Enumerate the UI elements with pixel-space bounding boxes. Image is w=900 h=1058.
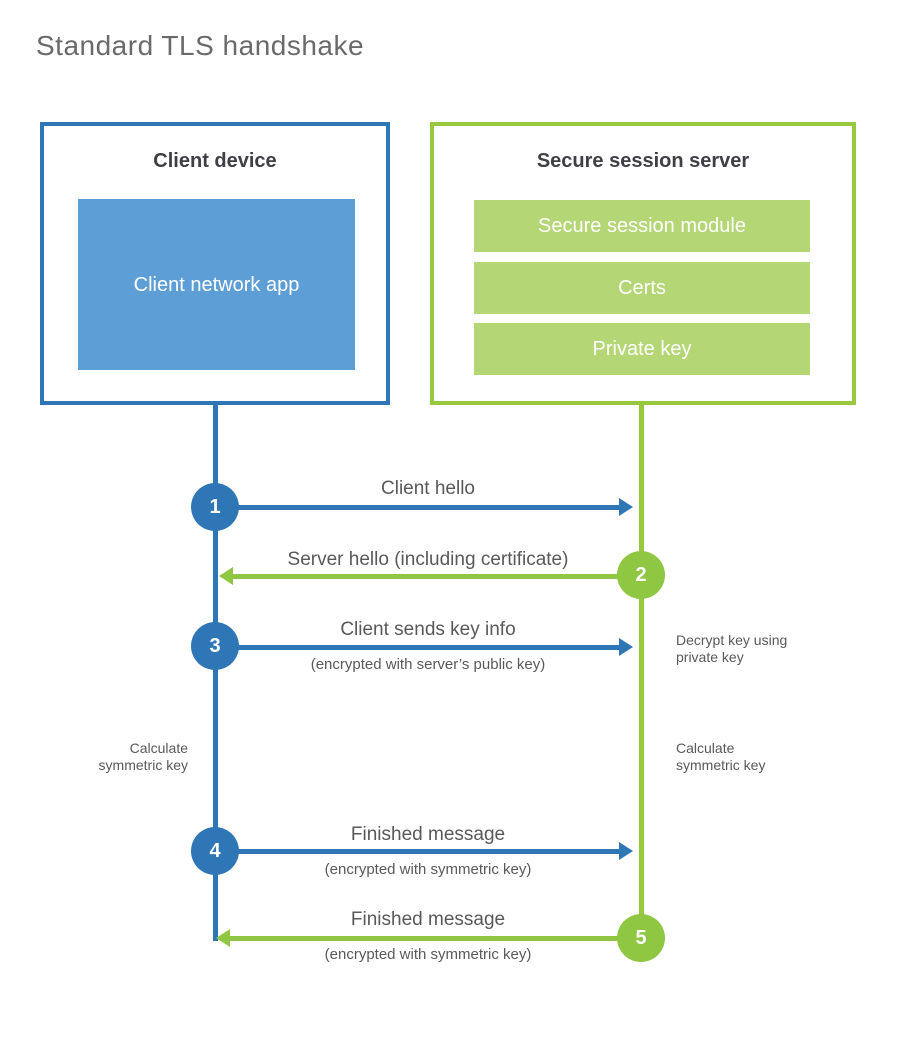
- message-4-sublabel: (encrypted with symmetric key): [324, 861, 532, 878]
- client-device-box: Client device Client network app: [40, 122, 390, 405]
- message-1-label: Client hello: [381, 478, 475, 499]
- secure-session-server-title: Secure session server: [536, 150, 750, 172]
- message-5-sublabel: (encrypted with symmetric key): [324, 946, 532, 963]
- client-device-title: Client device: [153, 150, 277, 172]
- secure-session-server-box: Secure session server Secure session mod…: [430, 122, 856, 405]
- message-3-arrow: [215, 638, 633, 656]
- message-5-label: Finished message: [350, 909, 506, 930]
- message-5-arrow: [216, 929, 641, 947]
- server-module-bar: Secure session module: [474, 200, 810, 252]
- message-3-sublabel: (encrypted with server’s public key): [310, 656, 546, 673]
- message-4-arrow: [215, 842, 633, 860]
- message-3-label: Client sends key info: [340, 619, 516, 640]
- calculate-symmetric-key-note-client: Calculate symmetric key: [98, 740, 188, 773]
- message-2-arrow: [219, 567, 641, 585]
- server-lifeline: [639, 405, 644, 938]
- server-private-key-bar: Private key: [474, 323, 810, 375]
- message-2-label: Server hello (including certificate): [287, 549, 569, 570]
- step-3-badge: 3: [191, 622, 239, 670]
- client-lifeline: [213, 405, 218, 941]
- client-network-app-label: Client network app: [133, 273, 300, 296]
- server-certs-bar: Certs: [474, 262, 810, 314]
- message-4-label: Finished message: [350, 824, 506, 845]
- diagram-title: Standard TLS handshake: [36, 30, 365, 61]
- client-network-app-box: Client network app: [78, 199, 355, 370]
- decrypt-key-note: Decrypt key using private key: [676, 632, 788, 665]
- step-2-badge: 2: [617, 551, 665, 599]
- calculate-symmetric-key-note-server: Calculate symmetric key: [676, 740, 766, 773]
- step-4-badge: 4: [191, 827, 239, 875]
- step-1-badge: 1: [191, 483, 239, 531]
- step-5-badge: 5: [617, 914, 665, 962]
- message-1-arrow: [215, 498, 633, 516]
